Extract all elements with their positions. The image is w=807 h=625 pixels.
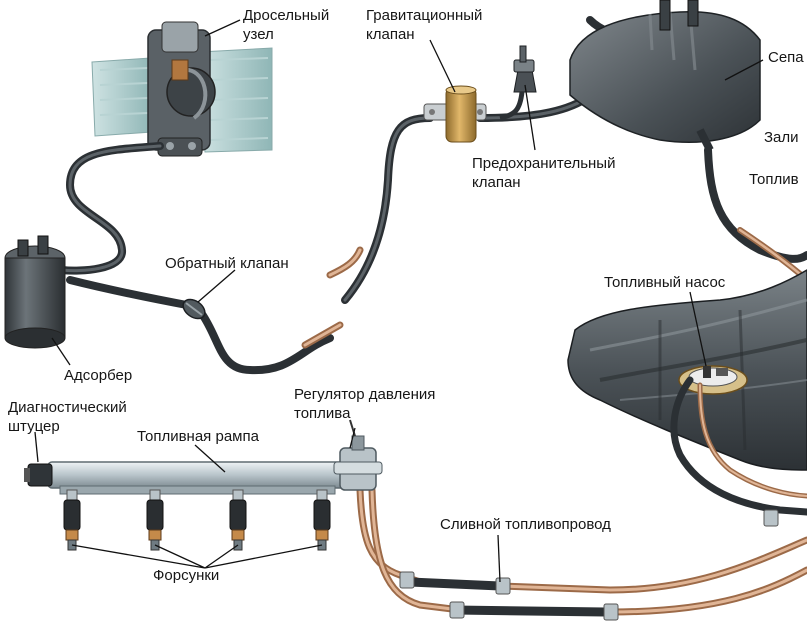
label-diagnostic-fitting-2: штуцер [8,418,60,435]
label-pressure-regulator: Регулятор давления [294,386,436,403]
fuel-pump-icon [678,365,748,395]
label-check-valve: Обратный клапан [165,255,289,272]
label-filler: Зали [764,129,799,146]
label-fuel-rail: Топливная рампа [137,428,259,445]
label-fuel-pump: Топливный насос [604,274,726,291]
label-diagnostic-fitting: Диагностический [8,399,127,416]
check-valve-icon [182,298,206,320]
safety-valve-icon [499,45,537,121]
adsorber-canister-icon [4,235,66,349]
throttle-body-icon [91,21,273,157]
diagnostic-fitting-icon [24,463,53,487]
label-fuel-right: Топлив [749,171,799,188]
injector-icon [63,489,331,551]
separator-tank-icon [569,0,761,152]
label-gravity-valve-2: клапан [366,26,415,43]
gravity-valve-icon [423,85,487,143]
label-separator: Сепа [768,49,804,66]
label-adsorber: Адсорбер [64,367,133,384]
label-injectors: Форсунки [153,567,220,584]
label-return-line: Сливной топливопровод [440,516,611,533]
fuel-feed-lines [356,486,807,617]
label-safety-valve-2: клапан [472,174,521,191]
pressure-regulator-icon [333,419,383,491]
leader-lines [34,19,764,583]
label-gravity-valve: Гравитационный [366,7,483,24]
fuel-rail-icon [47,461,349,495]
label-safety-valve: Предохранительный [472,155,616,172]
label-throttle-body: Дросельный [243,7,330,24]
label-throttle-body-2: узел [243,26,274,43]
label-pressure-regulator-2: топлива [294,405,351,422]
